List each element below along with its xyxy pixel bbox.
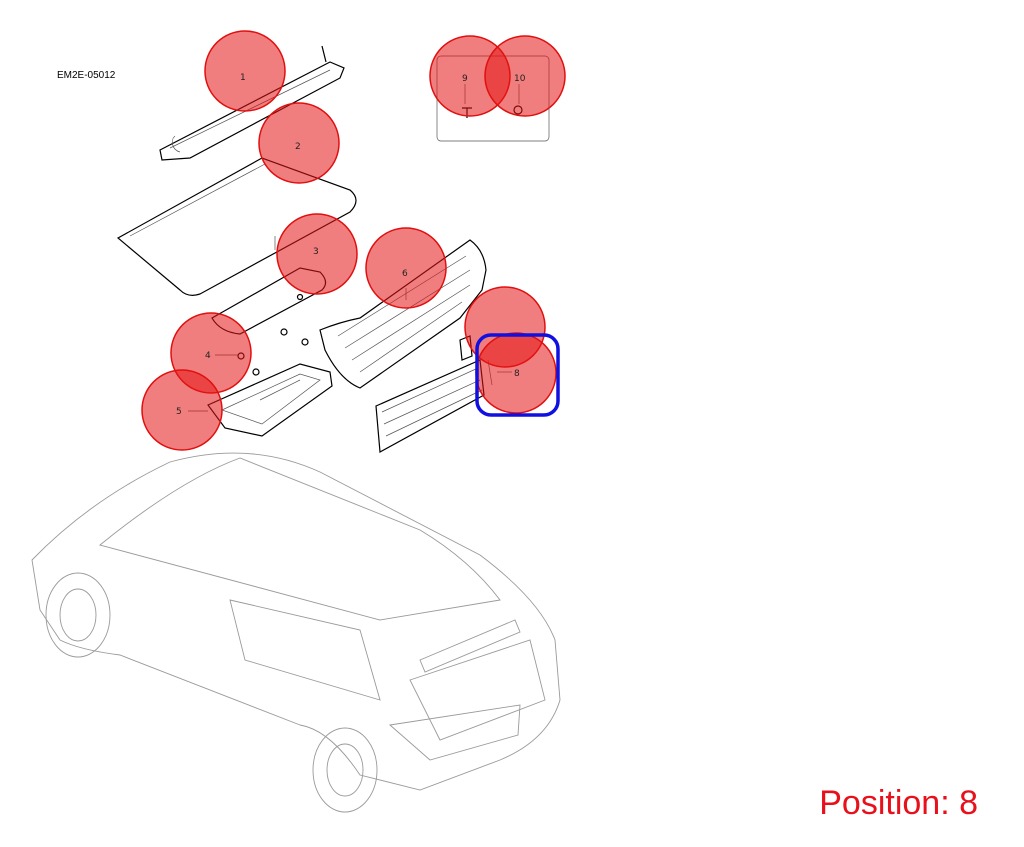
callout-10[interactable]: 10 <box>484 35 566 117</box>
callout-1[interactable]: 1 <box>204 30 286 112</box>
callout-5[interactable]: 5 <box>141 369 223 451</box>
callout-8-label: 8 <box>514 369 520 379</box>
callout-10-label: 10 <box>514 74 526 84</box>
vehicle-outline <box>31 452 561 813</box>
callout-6[interactable]: 6 <box>365 227 447 309</box>
diagram-code: EM2E-05012 <box>57 70 116 81</box>
callout-2[interactable]: 2 <box>258 102 340 184</box>
callout-1-label: 1 <box>240 73 246 83</box>
part-2-tray-panel-drawing <box>116 157 357 296</box>
position-indicator: Position: 8 <box>819 784 978 822</box>
callout-3-label: 3 <box>313 247 319 257</box>
callout-4-label: 4 <box>205 351 211 361</box>
callout-9-label: 9 <box>462 74 468 84</box>
callout-8[interactable]: 8 <box>475 332 557 414</box>
callout-5-label: 5 <box>176 407 182 417</box>
selected-callout-highlight <box>475 333 560 417</box>
callout-3[interactable]: 3 <box>276 213 358 295</box>
callout-2-label: 2 <box>295 142 301 152</box>
callout-6-label: 6 <box>402 269 408 279</box>
